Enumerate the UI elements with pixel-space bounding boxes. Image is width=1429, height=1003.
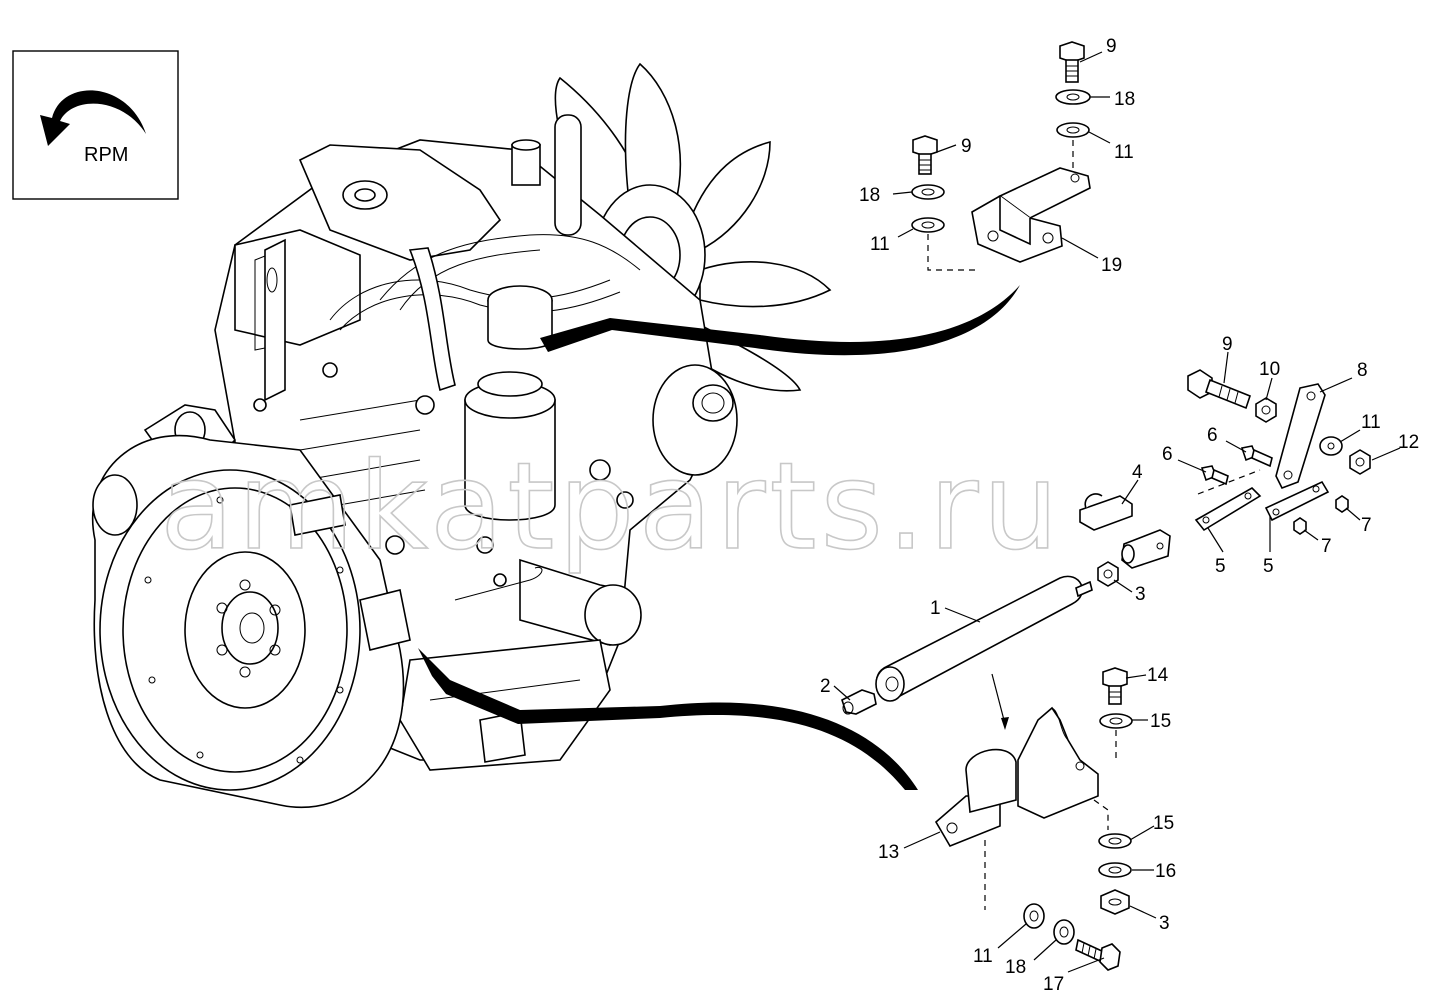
- bolt-icon: [1102, 667, 1128, 705]
- flywheel-housing: [92, 434, 411, 809]
- fuel-filter: [464, 399, 556, 521]
- callout-label: 11: [973, 946, 993, 967]
- nut-icon: [1097, 561, 1119, 587]
- fitting-2: [841, 689, 877, 715]
- callout-label: 4: [1132, 462, 1143, 483]
- link-assembly-group: [1079, 369, 1371, 587]
- nut-icon: [1293, 517, 1307, 535]
- callout-label: 6: [1162, 444, 1173, 465]
- nut-icon: [1349, 449, 1371, 475]
- callout-leaders: [833, 51, 1401, 973]
- nut-icon: [1255, 397, 1277, 423]
- rotation-arrow-icon: [40, 90, 146, 146]
- callout-label: 9: [1106, 36, 1117, 57]
- bolt-icon: [1240, 445, 1273, 468]
- bolt-icon: [1187, 369, 1251, 410]
- callout-label: 6: [1207, 425, 1218, 446]
- callout-label: 18: [859, 185, 880, 206]
- lower-leader-arrow: [418, 648, 918, 790]
- callout-label: 18: [1005, 957, 1026, 978]
- callout-label: 17: [1043, 974, 1064, 995]
- callout-label: 1: [930, 598, 941, 619]
- callout-label: 3: [1135, 584, 1146, 605]
- washer-icon: [1055, 89, 1091, 105]
- bracket-13: [934, 706, 1099, 847]
- bracket-19: [971, 167, 1091, 263]
- callout-label: 5: [1215, 556, 1226, 577]
- clevis-4: [1079, 493, 1171, 569]
- upper-bracket-group: [911, 41, 1091, 271]
- callout-label: 8: [1357, 360, 1368, 381]
- callout-label: 5: [1263, 556, 1274, 577]
- rpm-label: RPM: [84, 144, 128, 166]
- upper-leader-arrow: [540, 285, 1020, 356]
- callout-label: 12: [1398, 432, 1419, 453]
- bolt-icon: [1075, 938, 1121, 971]
- plate-5: [1194, 487, 1262, 532]
- callout-label: 11: [1114, 142, 1134, 163]
- cylinder-group: [841, 575, 1093, 730]
- callout-label: 9: [961, 136, 972, 157]
- bolt-icon: [912, 135, 938, 175]
- leader-arrows: [418, 285, 1020, 790]
- callout-label: 15: [1153, 813, 1174, 834]
- washer-icon: [1319, 436, 1343, 456]
- callout-label: 13: [878, 842, 899, 863]
- rpm-rotation-box: RPM: [12, 50, 179, 200]
- washer-icon: [1053, 919, 1075, 945]
- callout-label: 2: [820, 676, 831, 697]
- callout-label: 19: [1101, 255, 1122, 276]
- callout-label: 15: [1150, 711, 1171, 732]
- washer-icon: [1098, 833, 1132, 849]
- lower-bracket-group: [934, 667, 1133, 971]
- cylinder-1: [875, 575, 1084, 701]
- callout-label: 16: [1155, 861, 1176, 882]
- callout-label: 7: [1321, 536, 1332, 557]
- watermark-text: amkatparts.ru: [160, 438, 1063, 577]
- engine-assembly: [143, 62, 832, 771]
- washer-icon: [1098, 862, 1132, 878]
- bolt-icon: [1059, 41, 1085, 83]
- washer-icon: [1099, 713, 1133, 729]
- washer-icon: [1056, 122, 1090, 138]
- callout-label: 11: [1361, 412, 1381, 433]
- callout-label: 3: [1159, 913, 1170, 934]
- nut-icon: [1335, 495, 1349, 513]
- plate-8: [1275, 383, 1326, 490]
- callout-label: 10: [1259, 359, 1280, 380]
- callout-label: 18: [1114, 89, 1135, 110]
- washer-icon: [911, 217, 945, 233]
- washer-icon: [911, 184, 945, 200]
- callout-label: 7: [1361, 515, 1372, 536]
- bolt-icon: [1200, 465, 1229, 486]
- washer-icon: [1023, 903, 1045, 929]
- callout-labels: 9 18 11 9 18 11 19 9 10 8 6 6 4 11 12 7 …: [820, 36, 1419, 995]
- callout-label: 11: [870, 234, 890, 255]
- callout-label: 14: [1147, 665, 1169, 686]
- callout-label: 9: [1222, 334, 1233, 355]
- nut-icon: [1100, 889, 1130, 915]
